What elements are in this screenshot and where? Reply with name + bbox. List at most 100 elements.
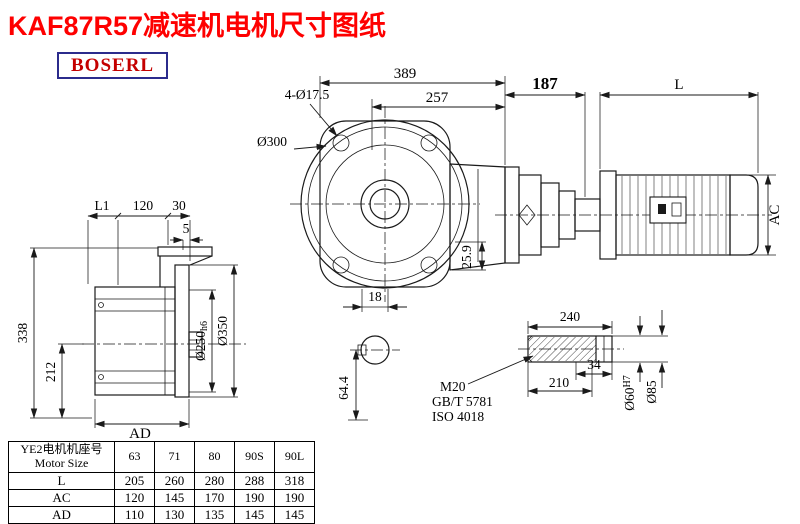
motor-nameplate — [649, 196, 687, 224]
mounting-bracket-lines — [159, 255, 213, 287]
table-cell: 145 — [274, 506, 315, 524]
bolt-hole — [332, 256, 350, 274]
leader-line — [293, 143, 327, 151]
table-header-cell: 71 — [154, 441, 195, 473]
row-label: AC — [8, 489, 115, 507]
table-cell: 288 — [234, 472, 275, 490]
bolt-outline — [527, 335, 613, 363]
dim-250h6-label: Ø250h6 — [193, 321, 210, 361]
shaft-stub-lines — [189, 339, 202, 351]
table-cell: 110 — [114, 506, 155, 524]
spigot-circle — [325, 144, 445, 264]
gearbox-side-view — [82, 246, 246, 398]
bolt-hole — [420, 256, 438, 274]
dim-187-label: 187 — [532, 74, 558, 93]
leader-line — [467, 355, 534, 385]
brand-logo: BOSERL — [57, 52, 169, 79]
dim-60-tolerance: H7 — [622, 375, 633, 387]
bolt-head — [98, 302, 104, 308]
housing-side-outline — [94, 286, 176, 396]
table-header-cell: 80 — [194, 441, 235, 473]
dim-350-label: Ø350 — [215, 316, 230, 346]
extension-lines — [189, 264, 238, 398]
dim-5-label: 5 — [183, 221, 190, 236]
motor-size-label-cn: YE2电机机座号 — [20, 442, 103, 457]
dimension-ticks — [114, 212, 172, 220]
table-cell: 205 — [114, 472, 155, 490]
page-title: KAF87R57减速机电机尺寸图纸 — [8, 11, 387, 41]
output-flange-plate — [174, 264, 190, 398]
table-header-cell: 63 — [114, 441, 155, 473]
table-cell: 120 — [114, 489, 155, 507]
dim-64-4-label: 64.4 — [336, 376, 351, 400]
extension-lines — [87, 220, 191, 285]
dim-85-label: Ø85 — [644, 380, 659, 403]
motor-size-table: YE2电机机座号 Motor Size 63 71 80 90S 90L L 2… — [8, 441, 315, 524]
motor-dimensions: 187 L AC — [504, 74, 783, 256]
table-cell: 145 — [234, 506, 275, 524]
table-row-L: L 205 260 280 288 318 — [8, 472, 315, 490]
dim-389-label: 389 — [394, 66, 417, 82]
dim-338-label: 338 — [15, 323, 30, 344]
dim-60H7-label: Ø60H7 — [622, 375, 637, 410]
nameplate-frame — [671, 202, 682, 217]
thread-hatching — [529, 337, 596, 361]
table-header-motor-size: YE2电机机座号 Motor Size — [8, 441, 115, 473]
extension-lines — [612, 335, 668, 363]
output-shaft-end-view: 18 64.4 — [336, 289, 407, 421]
dim-120-label: 120 — [133, 198, 154, 213]
dim-18-label: 18 — [368, 289, 382, 304]
table-cell: 145 — [154, 489, 195, 507]
motor-side-view — [495, 166, 772, 264]
dim-257-label: 257 — [426, 90, 449, 106]
lifting-lug-diamond — [518, 204, 536, 226]
front-view-dimensions: 389 257 4-Ø17.5 Ø300 — [257, 66, 506, 165]
leader-line — [309, 103, 338, 137]
output-shaft-stub — [188, 331, 203, 358]
table-cell: 130 — [154, 506, 195, 524]
dim-30-label: 30 — [172, 198, 186, 213]
dim-240-label: 240 — [560, 309, 581, 324]
dim-L-label: L — [674, 77, 683, 93]
shaft-boss-circle — [360, 179, 410, 229]
flange-dia-label: Ø300 — [257, 134, 287, 149]
thread-label: M20 — [440, 379, 466, 394]
table-cell: 190 — [274, 489, 315, 507]
dim-L1-label: L1 — [95, 198, 110, 213]
table-cell: 135 — [194, 506, 235, 524]
flange-rim-circle — [307, 126, 463, 282]
dim-34-label: 34 — [587, 357, 601, 372]
table-header-cell: 90S — [234, 441, 275, 473]
bolt-holes-label: 4-Ø17.5 — [285, 87, 330, 102]
motor-size-label-en: Motor Size — [34, 456, 89, 470]
mounting-bracket-plate — [157, 246, 213, 257]
dim-250-tolerance: h6 — [199, 321, 210, 331]
dim-210-label: 210 — [549, 375, 570, 390]
side-view-dimensions: L1 120 30 5 338 212 AD Ø250h6 Ø350 — [15, 198, 238, 442]
table-row-AD: AD 110 130 135 145 145 — [8, 506, 315, 524]
standard-iso-label: ISO 4018 — [432, 409, 484, 424]
table-cell: 190 — [234, 489, 275, 507]
table-header-cell: 90L — [274, 441, 315, 473]
table-cell: 318 — [274, 472, 315, 490]
shaft-bore-circle — [369, 188, 401, 220]
table-header-row: YE2电机机座号 Motor Size 63 71 80 90S 90L — [8, 441, 315, 473]
gearbox-front-view: 25.9 — [290, 106, 506, 302]
shaft-end-circle — [360, 335, 390, 365]
table-row-AC: AC 120 145 170 190 190 — [8, 489, 315, 507]
row-label: L — [8, 472, 115, 490]
bolt-hole — [420, 134, 438, 152]
bolt-hole — [332, 134, 350, 152]
bolt-head — [98, 374, 104, 380]
dim-250-value: Ø250 — [193, 331, 208, 361]
flange-outer-circle — [300, 119, 470, 289]
table-cell: 280 — [194, 472, 235, 490]
dim-25-9-label: 25.9 — [459, 245, 474, 269]
dim-212-label: 212 — [43, 362, 58, 382]
dim-60-value: Ø60 — [622, 387, 637, 410]
housing-detail-lines — [95, 298, 175, 384]
shaft-detail-view: 240 34 210 M20 GB/T 5781 ISO 4018 Ø60H7 … — [432, 309, 668, 424]
table-cell: 260 — [154, 472, 195, 490]
